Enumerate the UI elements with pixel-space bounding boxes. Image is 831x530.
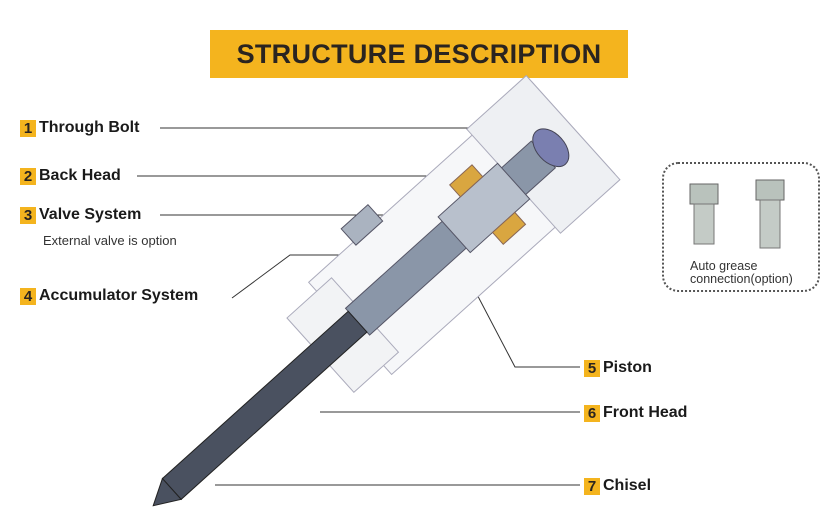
grease-unit-body (759, 199, 781, 249)
grease-units-illustration (689, 179, 785, 249)
title: STRUCTURE DESCRIPTION (236, 38, 602, 69)
chisel-tip (152, 477, 183, 507)
title-banner: STRUCTURE DESCRIPTION (210, 30, 628, 78)
valve-note: External valve is option (43, 233, 177, 248)
grease-unit-head (689, 183, 719, 205)
valve-part (449, 164, 484, 198)
valve-part (491, 211, 527, 246)
grease-unit-body (693, 203, 715, 245)
valve-block (340, 203, 384, 246)
grease-unit-head (755, 179, 785, 201)
gas-chamber (532, 128, 570, 168)
hydraulic-breaker (152, 74, 621, 507)
chisel (161, 310, 368, 501)
